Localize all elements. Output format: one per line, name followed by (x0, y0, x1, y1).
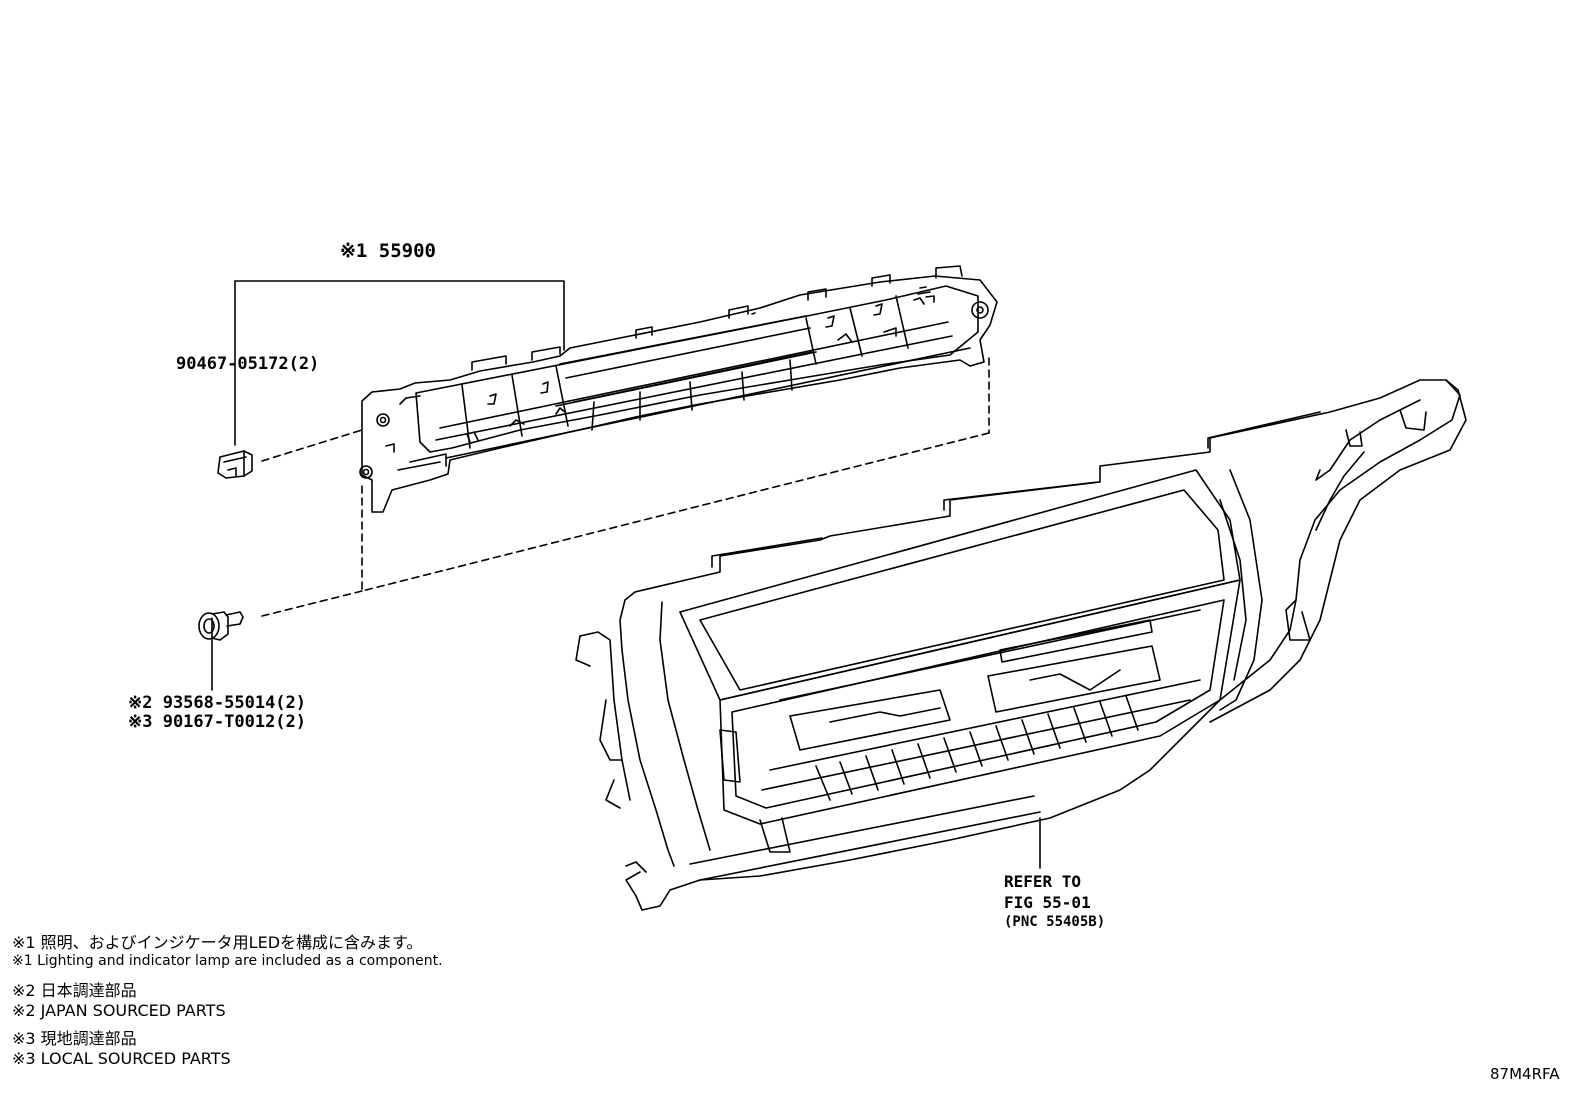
note-3-en: ※3 LOCAL SOURCED PARTS (12, 1049, 231, 1068)
callout-nut-part: 90467-05172(2) (176, 354, 320, 374)
note-1-ja: ※1 照明、およびインジケータ用LEDを構成に含みます。 (12, 933, 423, 952)
note-3-ja: ※3 現地調達部品 (12, 1029, 137, 1048)
note-2-en: ※2 JAPAN SOURCED PARTS (12, 1001, 226, 1020)
clip-nut-icon (217, 450, 253, 479)
callout-bolt-part-b: ※3 90167-T0012(2) (128, 712, 307, 732)
callout-switch-part: ※1 55900 (340, 240, 436, 262)
reference-line-2: FIG 55-01 (1004, 893, 1091, 912)
screw-icon (198, 611, 244, 641)
assembly-dashed-lines (261, 357, 990, 617)
note-1-en: ※1 Lighting and indicator lamp are inclu… (12, 953, 443, 969)
reference-line-3: (PNC 55405B) (1004, 914, 1106, 930)
leader-lines (211, 280, 1041, 869)
note-2-ja: ※2 日本調達部品 (12, 981, 137, 1000)
reference-line-1: REFER TO (1004, 872, 1082, 891)
figure-code: 87M4RFA (1490, 1065, 1560, 1083)
switch-panel-assembly (359, 265, 998, 513)
instrument-panel-housing (575, 379, 1467, 911)
callout-bolt-part-a: ※2 93568-55014(2) (128, 693, 307, 713)
